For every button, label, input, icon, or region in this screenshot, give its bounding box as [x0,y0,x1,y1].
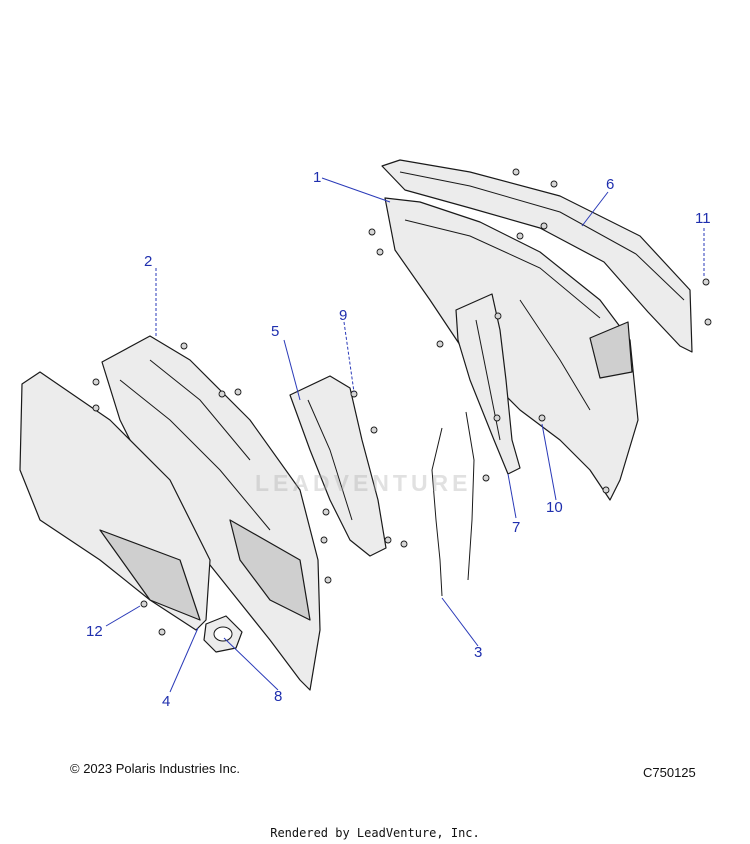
callout-7: 7 [512,519,520,536]
callout-11: 11 [695,210,711,227]
part-4-outer-panel [19,371,211,631]
part-5-center-panel [289,375,387,557]
callout-1: 1 [313,169,321,186]
callout-8: 8 [274,688,282,705]
diagram-code: C750125 [643,765,696,780]
part-1-rear-panel [384,197,639,501]
callout-5: 5 [271,323,279,340]
leadventure-watermark: LEADVENTURE [255,470,472,496]
leader-lines [105,177,705,693]
callout-9: 9 [339,307,347,324]
callout-12: 12 [86,623,103,640]
callout-2: 2 [144,253,152,270]
copyright-text: © 2023 Polaris Industries Inc. [70,761,240,776]
part-3-seal-strips [431,411,475,597]
rendered-by-text: Rendered by LeadVenture, Inc. [270,826,480,840]
fasteners [92,168,712,636]
callout-6: 6 [606,176,614,193]
part-6-upper-rail [381,159,693,353]
callout-3: 3 [474,644,482,661]
callout-labels: 1 2 3 4 5 6 7 8 9 10 11 12 [86,169,711,710]
callout-10: 10 [546,499,563,516]
callout-4: 4 [162,693,170,710]
part-8-grommet [203,615,243,653]
